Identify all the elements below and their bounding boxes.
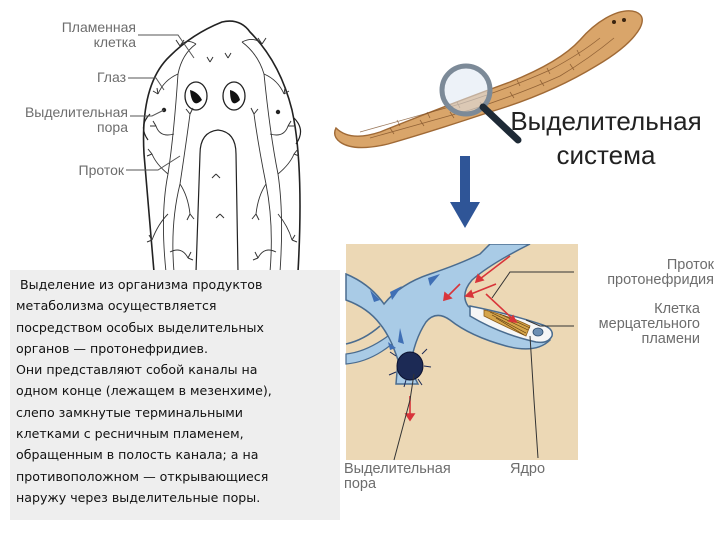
flame-cell bbox=[469, 305, 553, 344]
red-flow-arrows bbox=[404, 255, 518, 422]
excretory-pore-cell bbox=[388, 348, 432, 388]
label-excretory-pore-left: Выделительная пора bbox=[24, 104, 128, 135]
right-leader-lines bbox=[393, 271, 574, 461]
label-ciliated-flame-cell: Клетка мерцательного пламени bbox=[598, 301, 700, 347]
eye-right bbox=[222, 81, 246, 111]
label-protonephridium-duct: Проток протонефридия bbox=[607, 257, 714, 288]
title-excretory-system: Выделительная система bbox=[510, 106, 702, 170]
label-flame-cell: Пламенная клетка bbox=[61, 19, 136, 50]
label-duct: Проток bbox=[78, 162, 125, 178]
head-outline bbox=[142, 20, 301, 272]
planarian-body-illustration bbox=[333, 10, 643, 149]
label-excretory-pore-right: Выделительная пора bbox=[344, 461, 451, 492]
flame-cells bbox=[146, 37, 300, 261]
label-nucleus: Ядро bbox=[510, 461, 546, 477]
protonephridium-diagram bbox=[345, 244, 578, 460]
eye-left bbox=[184, 81, 208, 111]
planarian-head-diagram bbox=[142, 20, 302, 272]
down-arrow-icon bbox=[450, 156, 480, 228]
label-eye: Глаз bbox=[96, 69, 126, 85]
magnifier-icon bbox=[439, 63, 522, 144]
left-leader-lines bbox=[126, 34, 195, 171]
blue-flow-arrows bbox=[370, 274, 440, 350]
description-panel: Выделение из организма продуктов метабол… bbox=[10, 270, 340, 520]
excretory-canals bbox=[151, 39, 295, 272]
